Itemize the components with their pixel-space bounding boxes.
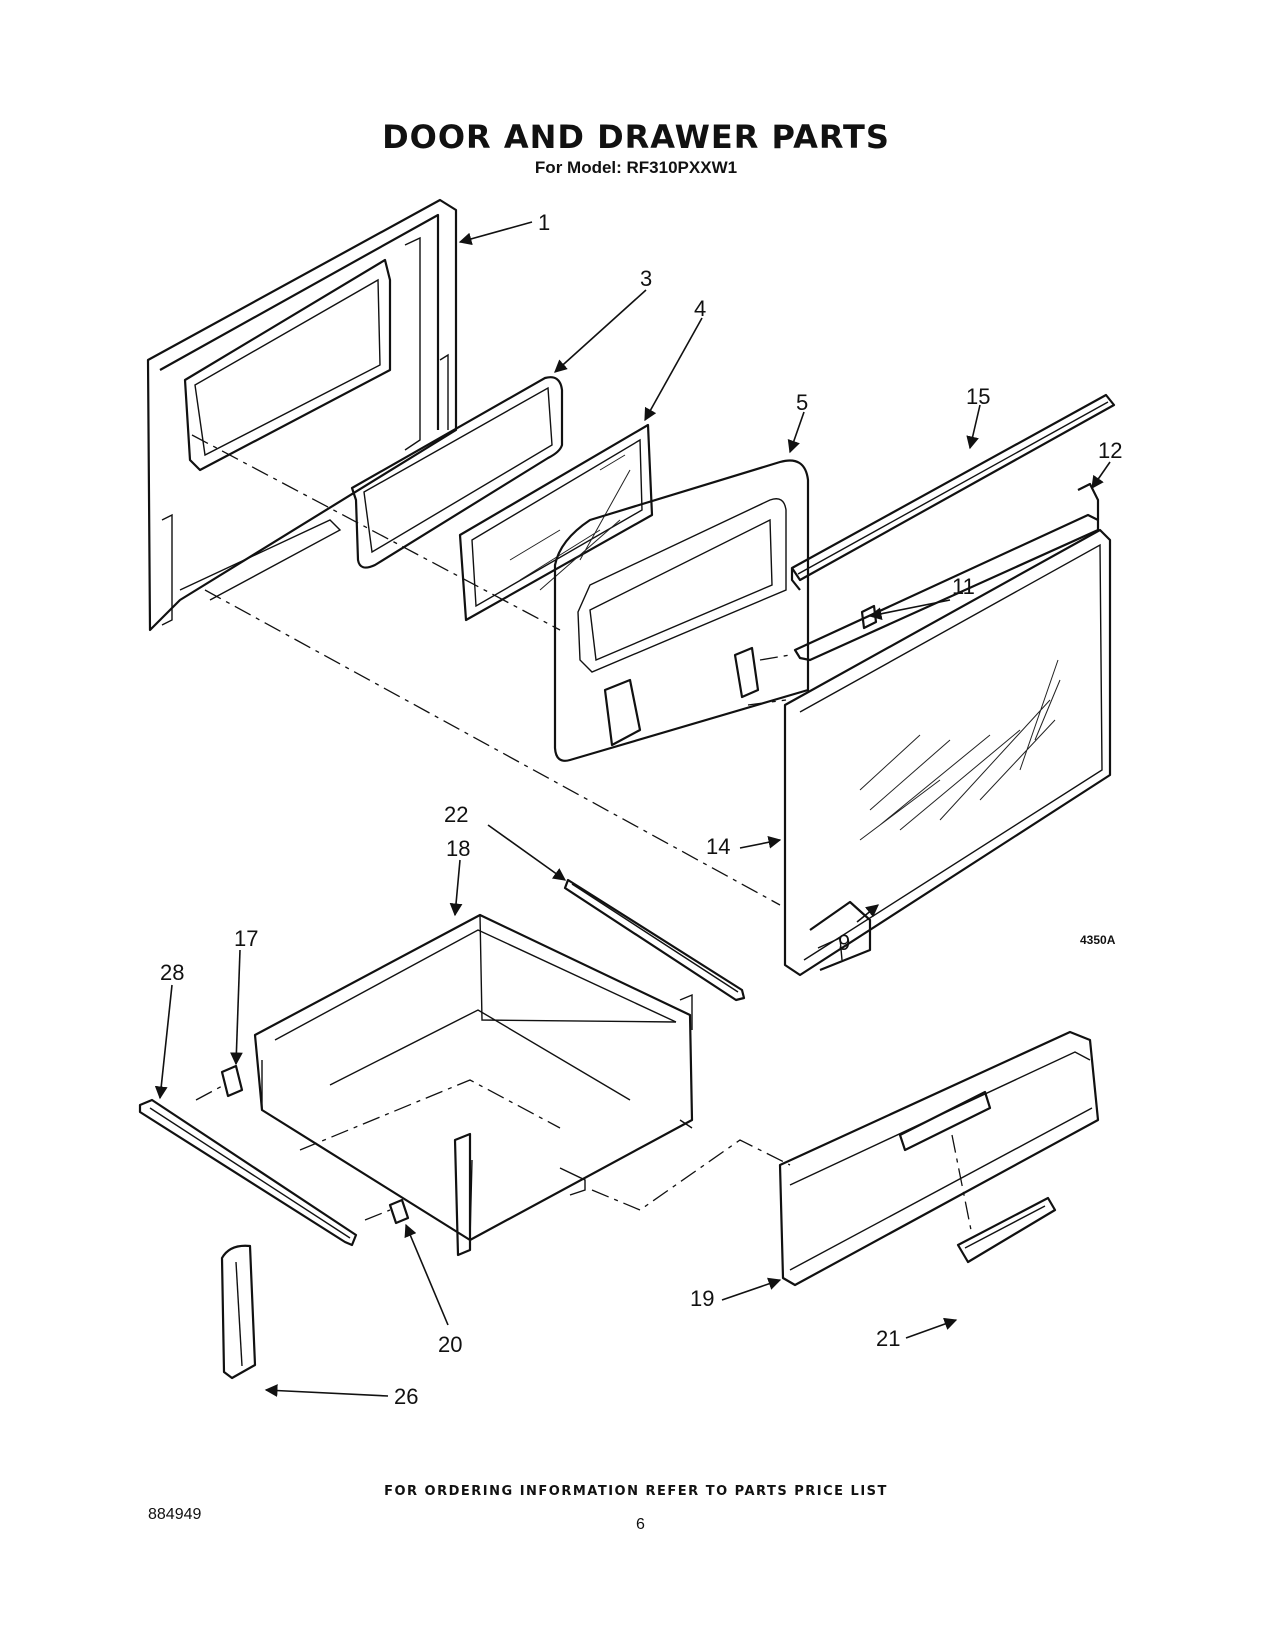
glass-panel-drawing [458, 423, 654, 622]
callout-11: 11 [952, 574, 975, 599]
outer-door-glass-drawing [783, 528, 1112, 977]
side-rail-drawing [138, 1098, 358, 1247]
callout-15: 15 [966, 384, 990, 409]
callout-17: 17 [234, 926, 258, 951]
callout-labels: 1 3 4 5 15 12 11 14 9 22 18 17 28 19 21 … [160, 210, 1122, 1409]
callout-5: 5 [796, 390, 808, 415]
side-trim-drawing [220, 1244, 257, 1380]
alignment-lines [191, 434, 973, 1236]
callout-9: 9 [838, 930, 850, 955]
callout-1: 1 [538, 210, 550, 235]
door-gasket-drawing [350, 376, 564, 569]
figure-reference: 4350A [1080, 933, 1116, 947]
document-number: 884949 [148, 1506, 202, 1523]
roller-drawing [220, 1064, 244, 1098]
callout-21: 21 [876, 1326, 900, 1351]
drawer-slide-rail-drawing [563, 878, 746, 1002]
callout-12: 12 [1098, 438, 1122, 463]
page-title: DOOR AND DRAWER PARTS [382, 118, 890, 156]
drawer-handle-drawing [956, 1196, 1057, 1264]
page-number: 6 [636, 1516, 645, 1533]
small-bracket-drawing [388, 1198, 410, 1225]
callout-14: 14 [706, 834, 730, 859]
callout-20: 20 [438, 1332, 462, 1357]
callout-28: 28 [160, 960, 184, 985]
callout-26: 26 [394, 1384, 418, 1409]
ordering-info-note: FOR ORDERING INFORMATION REFER TO PARTS … [384, 1484, 888, 1499]
callout-3: 3 [640, 266, 652, 291]
leader-lines [154, 221, 1111, 1397]
callout-22: 22 [444, 802, 468, 827]
drawer-body-drawing [253, 913, 694, 1257]
callout-4: 4 [694, 296, 706, 321]
model-subtitle: For Model: RF310PXXW1 [534, 158, 738, 177]
inner-door-liner-drawing [553, 459, 810, 762]
callout-18: 18 [446, 836, 470, 861]
drawer-front-panel-drawing [778, 1030, 1100, 1287]
door-trim-strip-drawing [790, 393, 1116, 591]
callout-19: 19 [690, 1286, 714, 1311]
outer-door-panel-drawing [146, 198, 458, 632]
